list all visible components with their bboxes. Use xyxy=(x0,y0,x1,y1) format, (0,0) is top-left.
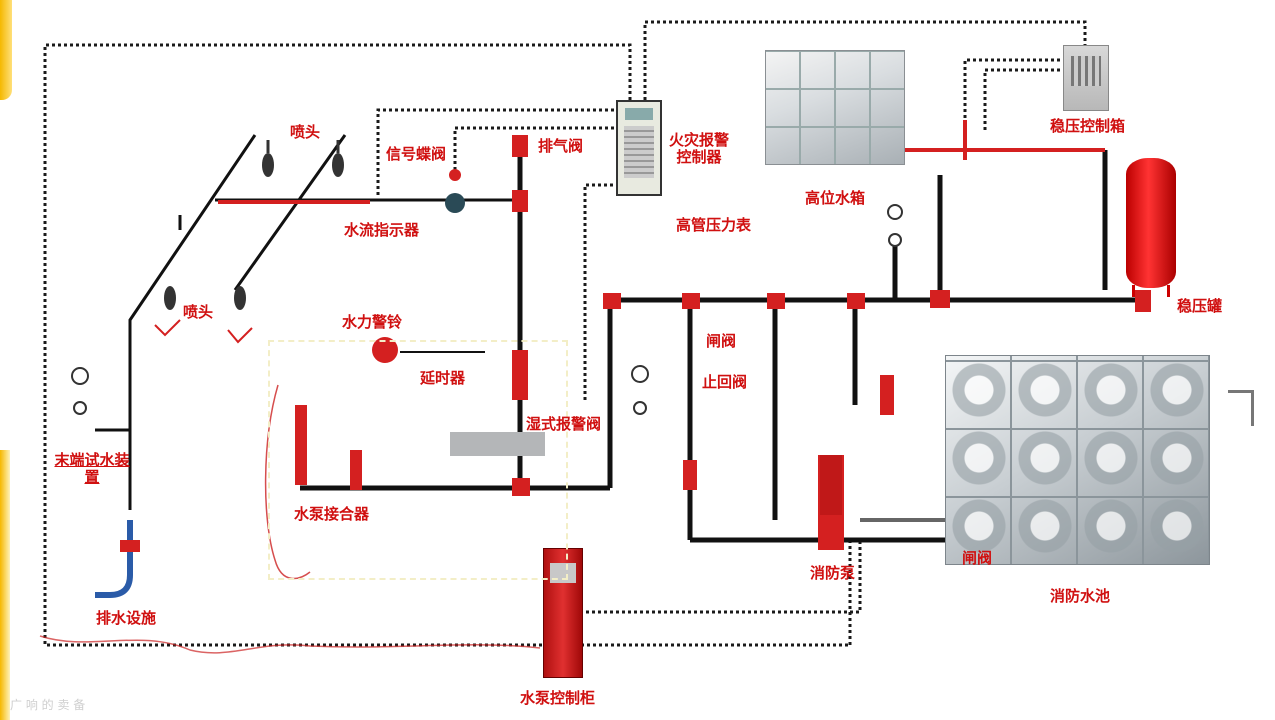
high-water-tank xyxy=(765,50,905,165)
yellow-edge-decoration-lower xyxy=(0,450,10,720)
label-fire-alarm-controller: 火灾报警控制器 xyxy=(668,131,729,166)
pressure-vessel-icon xyxy=(1126,158,1176,288)
label-pump-control-cabinet: 水泵控制柜 xyxy=(520,689,596,707)
label-delay-device: 延时器 xyxy=(420,369,466,387)
label-end-test-device: 末端试水装置 xyxy=(54,451,130,486)
label-signal-valve: 信号蝶阀 xyxy=(386,145,447,163)
label-pump-connector: 水泵接合器 xyxy=(294,505,370,523)
label-gate-valve: 闸阀 xyxy=(706,332,737,350)
label-pressure-control-box: 稳压控制箱 xyxy=(1050,117,1126,135)
hand-drawn-mark xyxy=(39,635,541,654)
alarm-group-bracket xyxy=(268,340,568,580)
pressure-vessel-foot xyxy=(1132,285,1170,297)
drain-pipe xyxy=(95,520,133,598)
pump-control-cabinet xyxy=(543,548,583,678)
label-check-valve: 止回阀 xyxy=(702,373,748,391)
label-high-pressure-switch: 高管压力表 xyxy=(676,216,752,234)
pool-pipe-stub xyxy=(1228,390,1254,426)
pressure-gauge-icon xyxy=(71,204,903,415)
high-tank-pipes xyxy=(890,120,1105,160)
label-air-vent-valve: 排气阀 xyxy=(538,137,584,155)
label-alarm-valve-group: 湿式报警阀 xyxy=(526,415,602,433)
alarm-bell-icon xyxy=(372,337,398,363)
butterfly-valve-icon xyxy=(445,193,465,213)
yellow-edge-decoration xyxy=(0,0,12,100)
label-pressure-vessel: 稳压罐 xyxy=(1177,297,1223,315)
pump-icon xyxy=(820,455,842,515)
spray-marks xyxy=(154,319,253,344)
label-drain-device: 排水设施 xyxy=(96,609,157,627)
label-water-flow-indicator: 水流指示器 xyxy=(344,221,420,239)
label-pool-valve: 闸阀 xyxy=(962,549,993,567)
fire-pool-tank xyxy=(945,355,1210,565)
fire-alarm-controller-box xyxy=(616,100,662,196)
label-fire-pump: 消防泵 xyxy=(810,564,856,582)
label-fire-pool: 消防水池 xyxy=(1050,587,1111,605)
signal-wiring xyxy=(43,20,1087,647)
label-hydraulic-alarm-bell: 水力警铃 xyxy=(342,313,403,331)
label-sprinkler-head-bottom: 喷头 xyxy=(183,303,214,321)
sprinkler-head-icon xyxy=(164,140,344,310)
watermark: 广 响 的 卖 备 xyxy=(10,698,86,712)
label-sprinkler-head-top: 喷头 xyxy=(290,123,321,141)
label-high-tank: 高位水箱 xyxy=(805,189,866,207)
pressure-control-panel xyxy=(1063,45,1109,111)
